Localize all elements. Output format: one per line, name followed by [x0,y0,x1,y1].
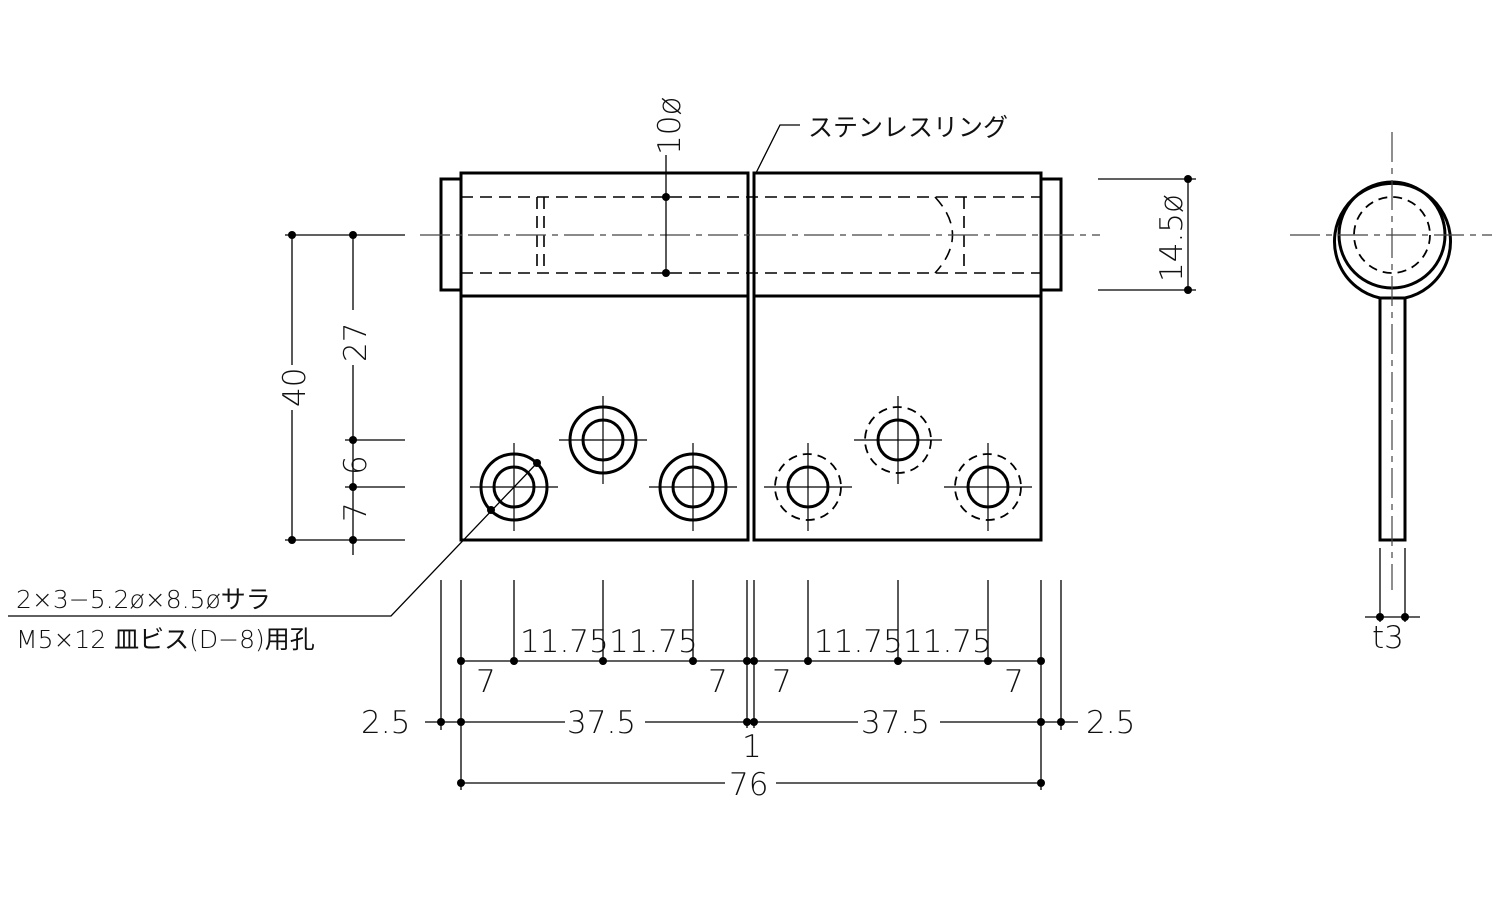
dim-ring-overhang-right: 2.5 [1086,705,1135,741]
right-leaf [752,294,1043,542]
dim-hole-pitch-3: 11.75 [814,624,903,660]
hole-note-line1: 2×3−5.2ø×8.5øサラ [16,585,271,614]
hole-note-line2: M5×12 皿ビス(D−8)用孔 [16,625,315,654]
pin-diameter-text: 10ø [652,97,688,155]
ring-callout: ステンレスリング [755,113,1008,174]
right-leaf-holes [764,396,1032,531]
dim-hole-pitch-1: 11.75 [520,624,609,660]
dim-left-edge-to-hole-r: 7 [772,664,792,700]
vertical-dimensions: 40 27 6 7 [277,231,405,555]
dim-knuckle-to-hole: 27 [338,323,374,362]
dim-hole-row-gap: 6 [338,455,374,475]
dim-dots-row2 [437,718,1065,726]
dim-leaf-width-left: 37.5 [567,705,636,741]
knuckle-diameter-text: 14.5ø [1154,194,1190,282]
ring-callout-text: ステンレスリング [808,113,1008,142]
dim-right-hole-to-edge-r: 7 [1004,664,1024,700]
dim-hole-pitch-4: 11.75 [903,624,992,660]
dim-leaf-width-right: 37.5 [861,705,930,741]
hole-note: 2×3−5.2ø×8.5øサラ M5×12 皿ビス(D−8)用孔 [8,459,541,654]
dim-hole-pitch-2: 11.75 [609,624,698,660]
dim-gap: 1 [742,729,762,765]
dim-bottom-to-hole: 7 [338,502,374,522]
left-leaf-holes [470,396,737,531]
pin-diameter-dim: 10ø [652,97,688,277]
left-leaf [459,294,750,542]
front-view [420,171,1100,542]
dim-overall-height: 40 [277,368,313,407]
side-view: t3 [1290,132,1492,656]
dim-right-hole-to-edge: 7 [708,664,728,700]
dim-overall-width: 76 [729,767,768,803]
knuckle-diameter-dim: 14.5ø [1098,175,1196,294]
horizontal-dimensions: 7 11.75 11.75 7 7 11.75 11.75 7 2.5 37.5… [361,580,1135,803]
dim-left-edge-to-hole: 7 [476,664,496,700]
pin-hidden-circle [1353,196,1431,274]
dim-dots-row1 [457,657,1045,665]
dim-ring-overhang-left: 2.5 [361,705,410,741]
dim-thickness: t3 [1372,620,1404,656]
